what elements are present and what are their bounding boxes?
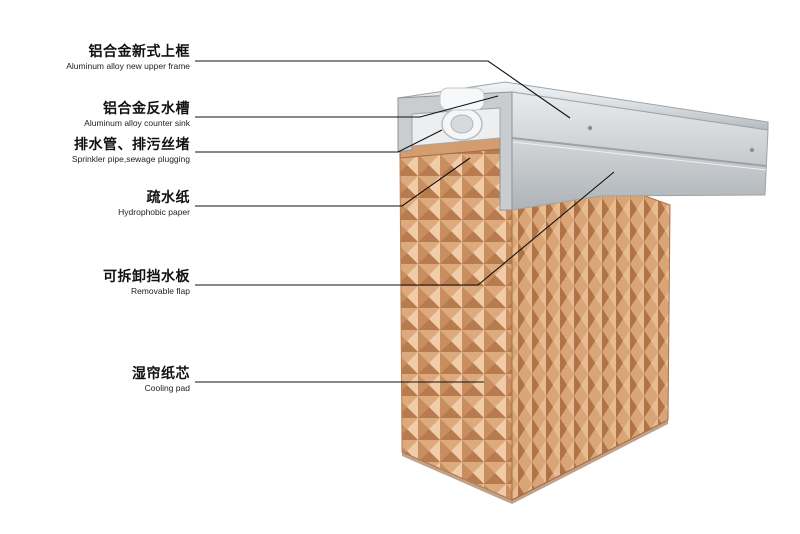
- label-removable-flap: 可拆卸挡水板 Removable flap: [103, 269, 190, 297]
- label-hydrophobic-paper-en: Hydrophobic paper: [118, 207, 190, 217]
- label-sprinkler-pipe-en: Sprinkler pipe,sewage plugging: [71, 154, 190, 164]
- leader-line-2: [195, 95, 499, 118]
- label-cooling-pad-en: Cooling pad: [144, 383, 190, 393]
- label-upper-frame-en: Aluminum alloy new upper frame: [66, 61, 190, 71]
- label-counter-sink-zh: 铝合金反水槽: [103, 101, 190, 117]
- label-removable-flap-en: Removable flap: [130, 286, 190, 296]
- label-cooling-pad: 湿帘纸芯 Cooling pad: [132, 366, 190, 394]
- leader-line-5: [195, 171, 615, 286]
- pad-front: [399, 147, 513, 501]
- label-sprinkler-pipe-zh: 排水管、排污丝堵: [74, 137, 190, 153]
- leader-lines: [195, 60, 615, 383]
- label-sprinkler-pipe: 排水管、排污丝堵 Sprinkler pipe,sewage plugging: [72, 137, 190, 165]
- label-removable-flap-zh: 可拆卸挡水板: [103, 269, 190, 285]
- leader-line-1: [195, 60, 571, 119]
- label-counter-sink: 铝合金反水槽 Aluminum alloy counter sink: [84, 101, 190, 129]
- label-upper-frame-zh: 铝合金新式上框: [88, 44, 190, 60]
- leader-line-4: [195, 157, 471, 207]
- label-counter-sink-en: Aluminum alloy counter sink: [84, 118, 190, 128]
- label-hydrophobic-paper-zh: 疏水纸: [146, 190, 190, 206]
- label-upper-frame: 铝合金新式上框 Aluminum alloy new upper frame: [66, 44, 190, 72]
- label-cooling-pad-zh: 湿帘纸芯: [132, 366, 190, 382]
- label-hydrophobic-paper: 疏水纸 Hydrophobic paper: [118, 190, 190, 218]
- leader-line-3: [195, 129, 443, 153]
